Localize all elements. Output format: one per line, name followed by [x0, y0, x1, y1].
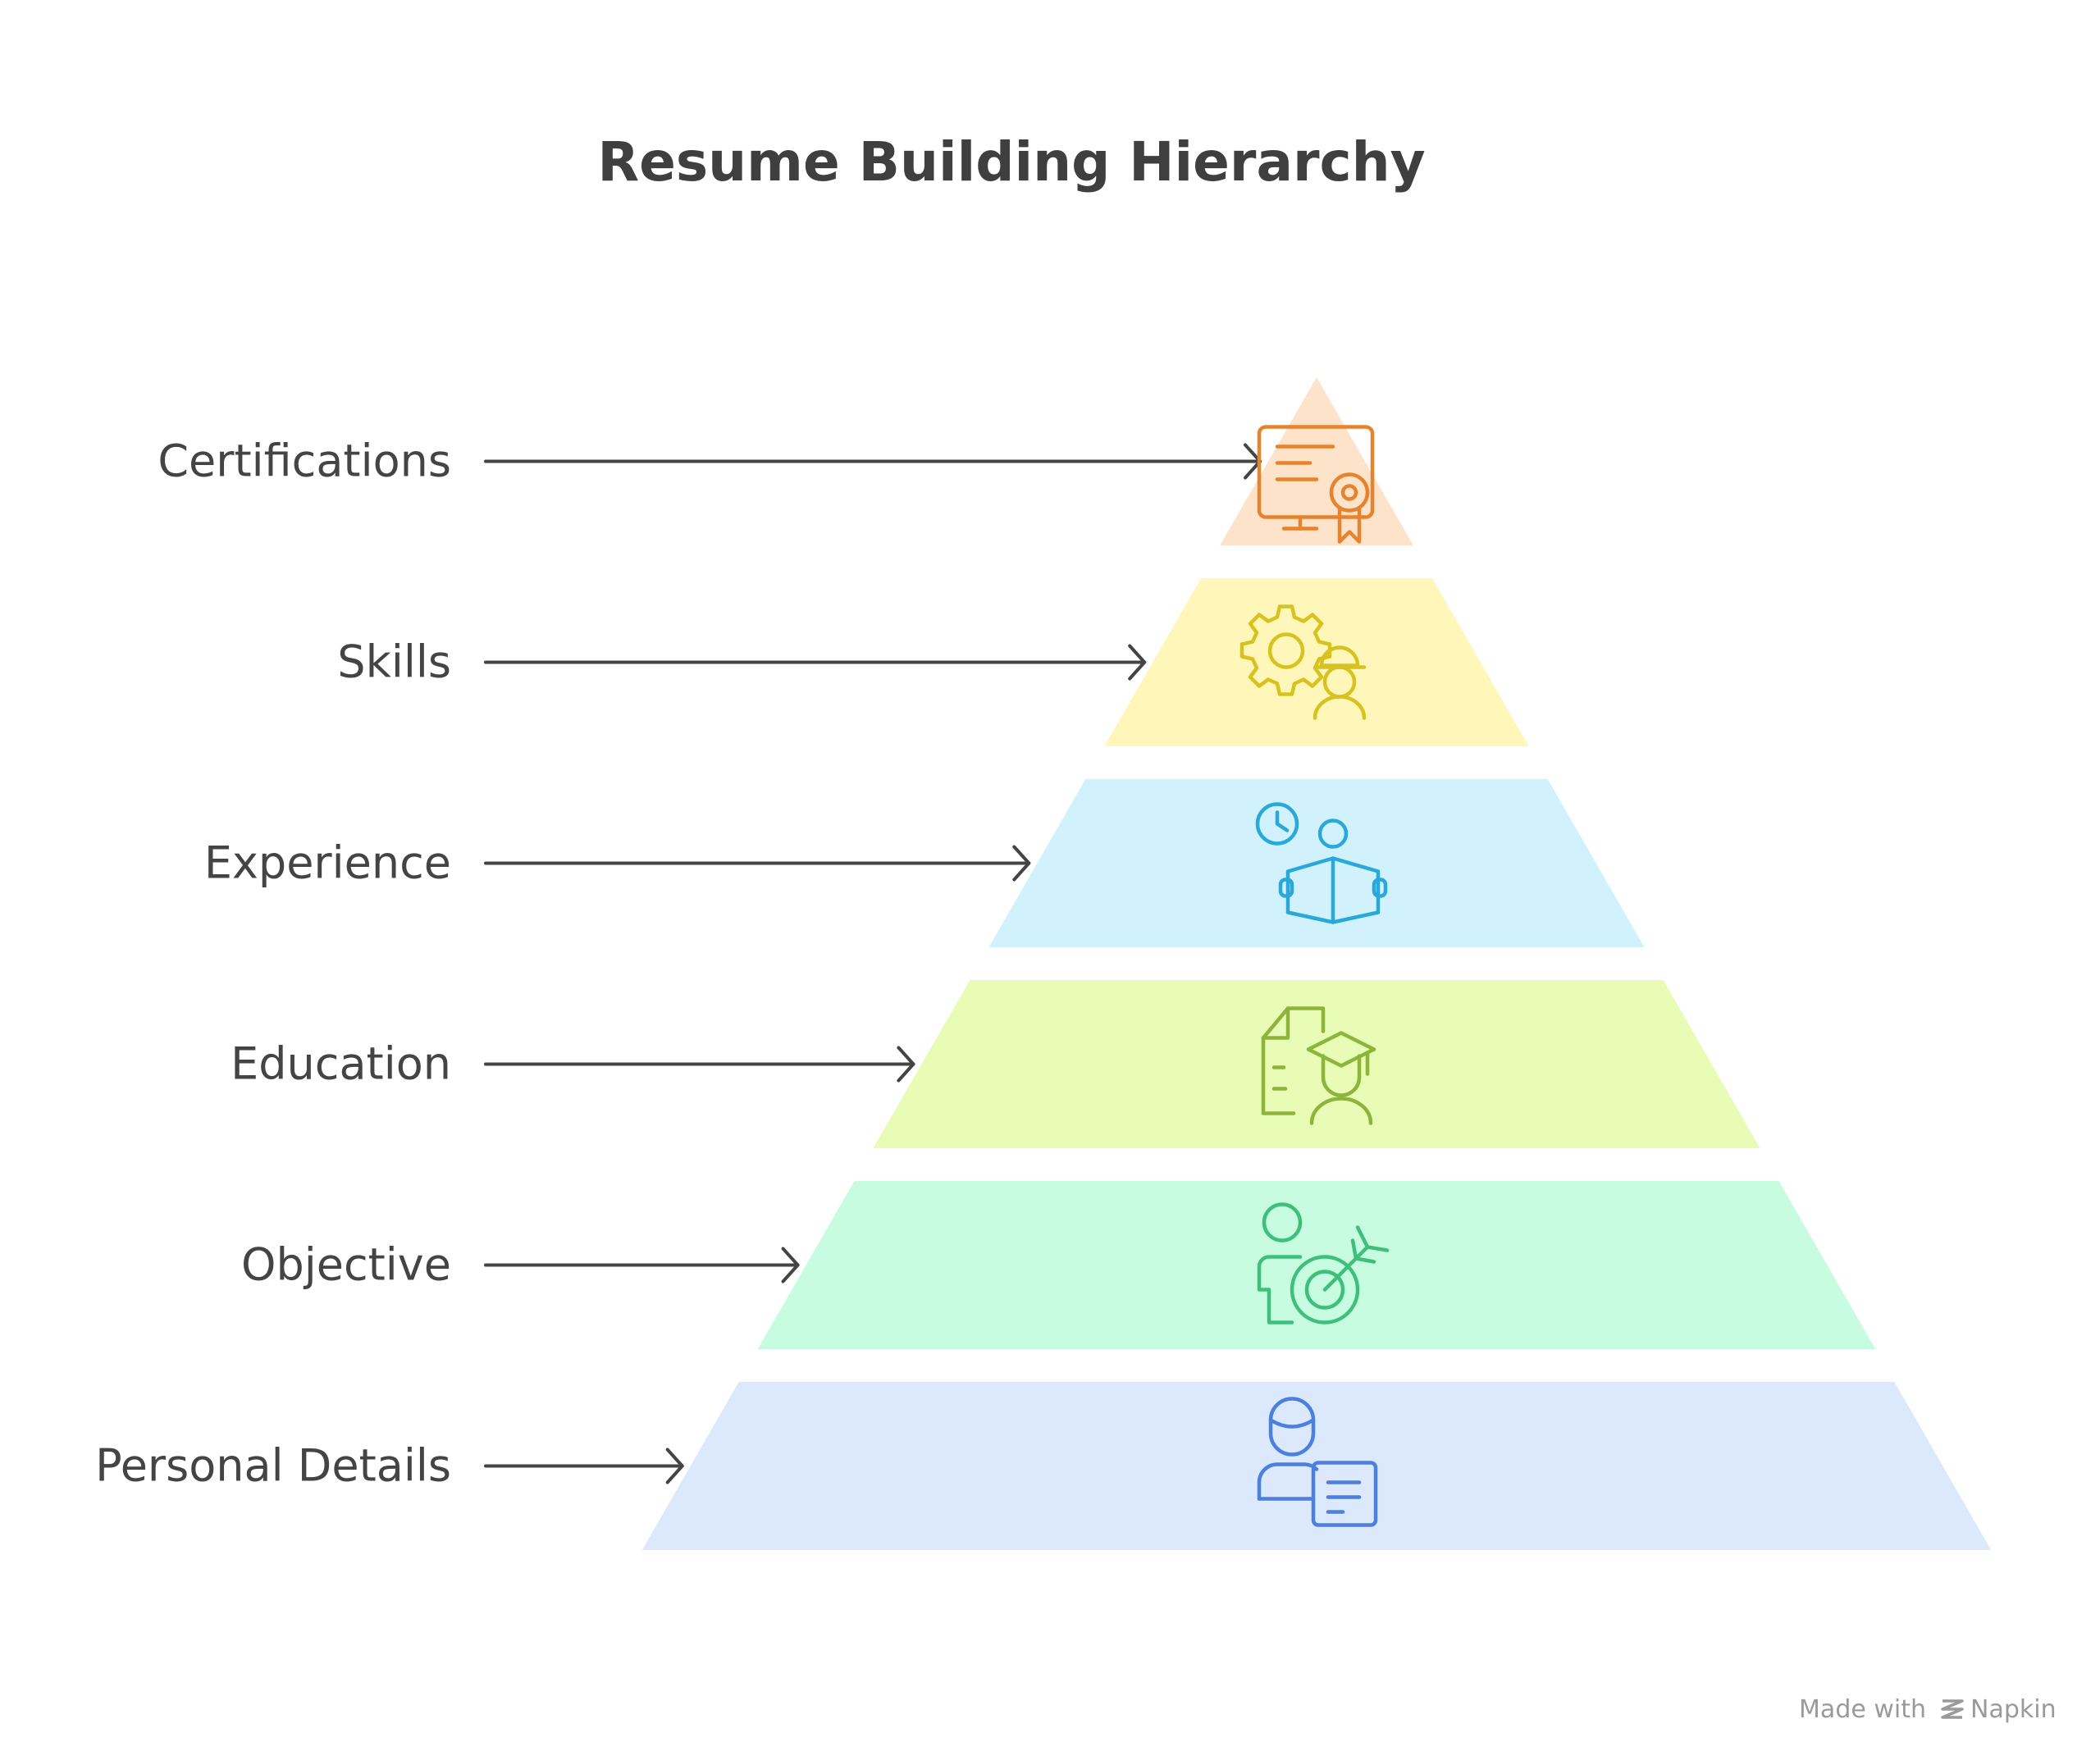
napkin-logo-icon [1941, 1699, 1964, 1719]
level-label: Objective [241, 1239, 451, 1291]
level-label: Education [231, 1038, 451, 1090]
level-arrow [484, 1247, 800, 1284]
level-label: Experience [204, 837, 451, 889]
napkin-brand-text: Napkin [1970, 1695, 2057, 1724]
pyramid-level: Objective [241, 1181, 1876, 1349]
pyramid-level: Certifications [158, 377, 1413, 545]
level-arrow [484, 1448, 684, 1484]
level-label: Certifications [158, 435, 451, 487]
pyramid-level: Personal Details [95, 1382, 1992, 1550]
footer-watermark: Made with Napkin [1799, 1695, 2057, 1724]
level-arrow [484, 1046, 915, 1083]
made-with-text: Made with [1799, 1695, 1926, 1724]
person-target-icon [1257, 1202, 1390, 1325]
pyramid-level: Skills [337, 578, 1529, 746]
pyramid-levels: Certifications Skills Experience Educati… [95, 377, 1992, 1550]
graduate-document-icon [1261, 1006, 1376, 1125]
pyramid-band [641, 1382, 1992, 1550]
diagram-title: Resume Building Hierarchy [597, 130, 1425, 194]
pyramid-level: Education [231, 980, 1760, 1148]
pyramid-band [873, 980, 1760, 1148]
level-arrow [484, 644, 1147, 681]
reader-clock-icon [1255, 802, 1388, 924]
level-arrow [484, 845, 1031, 882]
level-label: Personal Details [95, 1440, 451, 1492]
person-card-icon [1257, 1397, 1378, 1527]
pyramid-level: Experience [204, 779, 1645, 947]
pyramid-band [757, 1181, 1876, 1349]
level-arrow [484, 443, 1262, 480]
level-label: Skills [337, 636, 451, 688]
certificate-icon [1257, 425, 1375, 544]
gear-worker-icon [1239, 604, 1367, 720]
